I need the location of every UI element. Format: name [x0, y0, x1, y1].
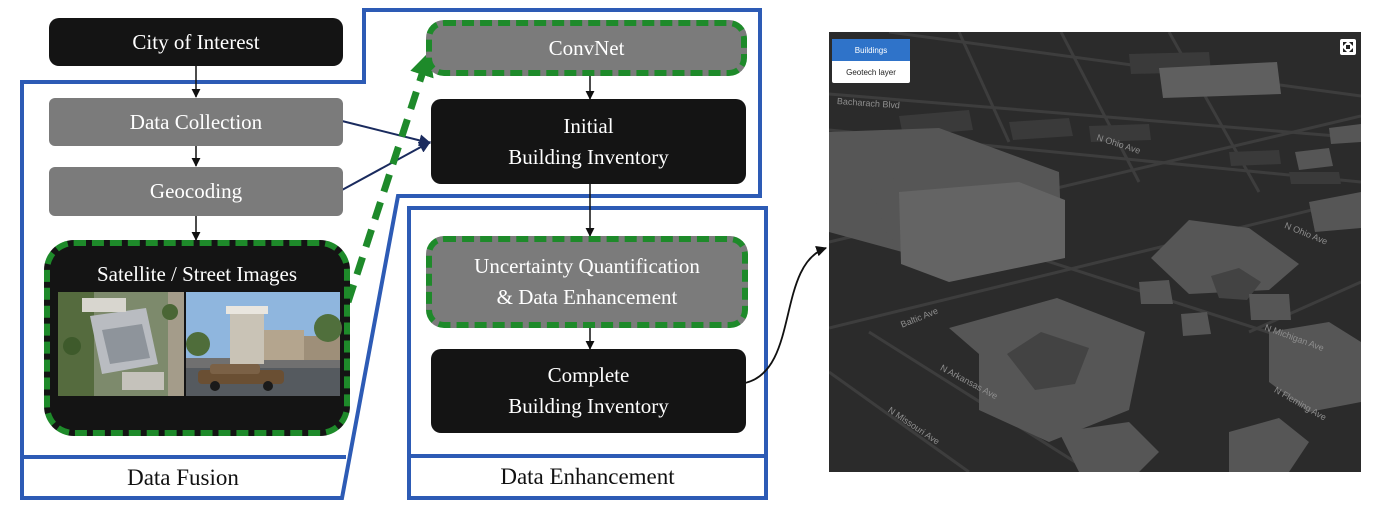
arrow-images-to-convnet	[344, 51, 434, 304]
complete-building-inventory-box: Complete Building Inventory	[431, 349, 746, 433]
initial-building-inventory-box: Initial Building Inventory	[431, 99, 746, 184]
data-enhancement-label: Data Enhancement	[500, 464, 675, 489]
arrow-collection-to-initial	[341, 120, 432, 147]
initial-inventory-line-1: Initial	[563, 113, 614, 138]
uncertainty-line-1: Uncertainty Quantification	[474, 254, 700, 278]
complete-inventory-line-1: Complete	[547, 363, 630, 387]
map-canvas	[829, 32, 1361, 472]
fullscreen-button[interactable]	[1340, 39, 1356, 55]
map-buildings	[829, 62, 1361, 472]
data-collection-box: Data Collection	[49, 98, 343, 146]
convnet-box: ConvNet	[426, 20, 747, 76]
data-fusion-group-border	[20, 8, 762, 500]
arrow-complete-to-map	[744, 246, 828, 384]
satellite-image	[58, 292, 184, 396]
fullscreen-icon	[1343, 42, 1353, 52]
layer-buildings-button[interactable]: Buildings	[832, 39, 910, 61]
data-enhancement-group-border	[407, 206, 768, 500]
uncertainty-line-2: & Data Enhancement	[496, 285, 678, 309]
satellite-street-images-box: Satellite / Street Images	[44, 240, 350, 436]
data-fusion-label: Data Fusion	[127, 465, 239, 490]
arrow-geocoding-to-initial	[341, 141, 432, 191]
satellite-street-images-title: Satellite / Street Images	[96, 262, 298, 286]
uncertainty-quantification-box: Uncertainty Quantification & Data Enhanc…	[426, 236, 748, 328]
city-of-interest-box: City of Interest	[49, 18, 343, 66]
map-layer-menu: Buildings Geotech layer	[832, 39, 910, 83]
geocoding-box: Geocoding	[49, 167, 343, 216]
initial-inventory-line-2: Building Inventory	[508, 144, 669, 169]
layer-geotech-button[interactable]: Geotech layer	[846, 67, 896, 77]
building-inventory-map[interactable]: Bacharach Blvd Baltic Ave N Arkansas Ave…	[829, 32, 1361, 472]
sample-images	[58, 292, 342, 396]
complete-inventory-line-2: Building Inventory	[508, 394, 669, 418]
street-view-image	[186, 292, 342, 396]
